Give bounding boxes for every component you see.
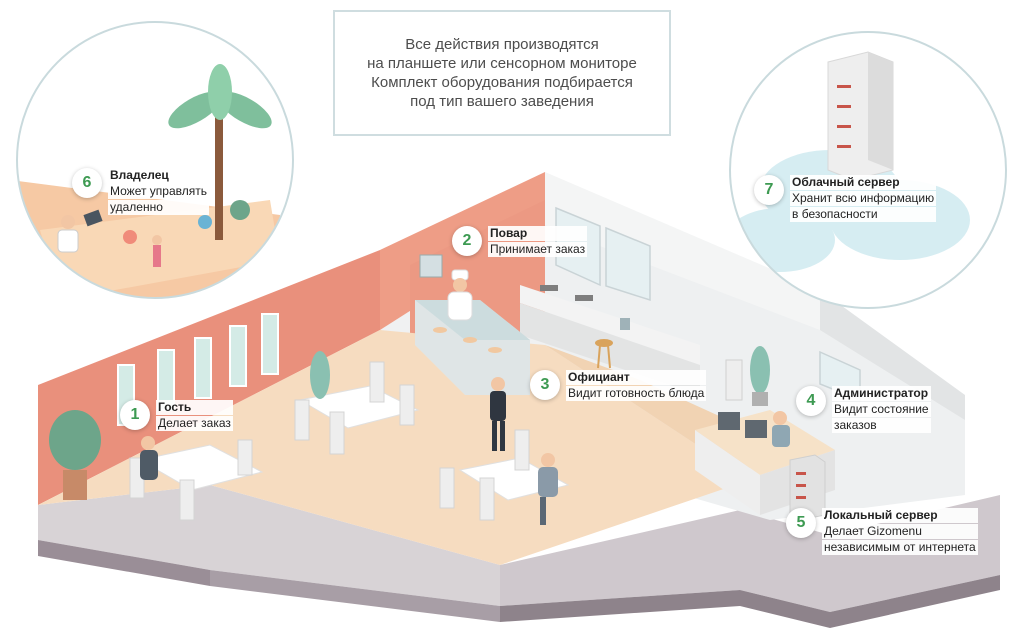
callout-admin: 4 Администратор Видит состояние заказов (796, 386, 931, 434)
callout-guest: 1 Гость Делает заказ (120, 400, 233, 432)
stool (595, 339, 613, 369)
callout-title: Локальный сервер (822, 508, 978, 523)
callout-title: Владелец (108, 168, 209, 183)
callout-text: в безопасности (790, 207, 937, 222)
wall-tablet (419, 254, 443, 278)
callout-chef: 2 Повар Принимает заказ (452, 226, 588, 258)
info-line: под тип вашего заведения (410, 93, 594, 110)
step-number-badge: 4 (796, 386, 826, 416)
info-line: Все действия производятся (405, 36, 599, 53)
callout-owner: 6 Владелец Может управлять удаленно (72, 168, 209, 216)
floor-base (38, 485, 1000, 628)
step-number-badge: 3 (530, 370, 560, 400)
guest-figure-2 (538, 453, 558, 525)
callout-text: Делает заказ (156, 416, 233, 431)
callout-title: Официант (566, 370, 707, 385)
callout-text: Делает Gizomenu (822, 524, 978, 539)
info-box: Все действия производятся на планшете ил… (333, 10, 671, 136)
dining-tables (129, 361, 570, 521)
cabinet (725, 359, 743, 401)
callout-title: Администратор (832, 386, 931, 401)
waiter-figure (490, 377, 506, 451)
callout-title: Гость (156, 400, 233, 415)
callout-text: независимым от интернета (822, 540, 978, 555)
callout-text: Видит готовность блюда (566, 386, 707, 401)
info-line: Комплект оборудования подбирается (371, 74, 633, 91)
callout-text: Видит состояние (832, 402, 931, 417)
step-number-badge: 6 (72, 168, 102, 198)
owner-scene-circle (16, 21, 294, 299)
chef-figure (447, 269, 473, 321)
tall-plant (310, 346, 770, 406)
callout-cloud-server: 7 Облачный сервер Хранит всю информацию … (754, 175, 937, 223)
callout-text: удаленно (108, 200, 209, 215)
callout-text: заказов (832, 418, 931, 433)
display-counter (415, 300, 530, 395)
guest-figure (140, 436, 158, 480)
step-number-badge: 1 (120, 400, 150, 430)
step-number-badge: 7 (754, 175, 784, 205)
cloud-scene-circle (729, 31, 1007, 309)
callout-text: Хранит всю информацию (790, 191, 937, 206)
step-number-badge: 2 (452, 226, 482, 256)
callout-title: Повар (488, 226, 588, 241)
step-number-badge: 5 (786, 508, 816, 538)
callout-local-server: 5 Локальный сервер Делает Gizomenu незав… (786, 508, 978, 556)
potted-plant (49, 410, 101, 500)
callout-text: Принимает заказ (488, 242, 588, 257)
callout-text: Может управлять (108, 184, 209, 199)
callout-title: Облачный сервер (790, 175, 937, 190)
info-line: на планшете или сенсорном мониторе (367, 55, 637, 72)
callout-waiter: 3 Официант Видит готовность блюда (530, 370, 707, 402)
